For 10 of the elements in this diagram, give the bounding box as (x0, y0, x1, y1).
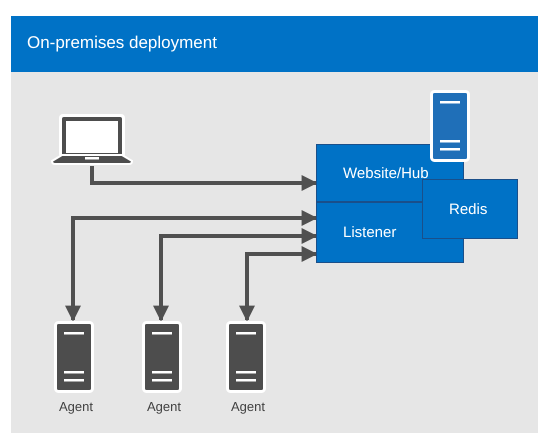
arrow (239, 246, 318, 322)
arrow (90, 166, 318, 191)
component-box: Redis (422, 179, 518, 239)
node-label: Agent (58, 399, 94, 415)
node-label: Agent (146, 399, 182, 415)
title: On-premises deployment (27, 32, 217, 54)
node-label: Agent (230, 399, 266, 415)
arrow (153, 228, 318, 322)
laptop-icon (50, 112, 134, 166)
arrow (65, 210, 318, 322)
